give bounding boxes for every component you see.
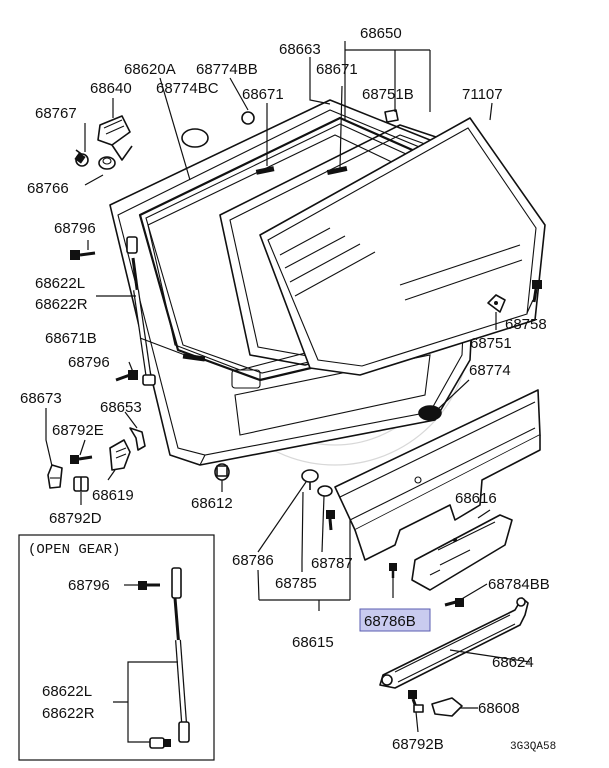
bumper-68612 — [214, 463, 230, 481]
label-68663: 68663 — [279, 41, 321, 58]
screw-68786b — [389, 563, 397, 578]
trim-68616 — [411, 514, 513, 591]
hinge-68640 — [97, 115, 133, 161]
diagram-code: 3G3QA58 — [510, 741, 556, 753]
label-68785: 68785 — [275, 575, 317, 592]
label-68608: 68608 — [478, 700, 520, 717]
clip-68751b — [384, 109, 399, 123]
handle-68624 — [379, 597, 529, 689]
label-68774: 68774 — [469, 362, 511, 379]
bolt-68792e — [70, 455, 93, 464]
label-68615: 68615 — [292, 634, 334, 651]
bolt-68796-a — [70, 250, 96, 260]
screw-68758 — [532, 280, 542, 303]
bolt-68796-b — [115, 370, 138, 382]
pad-68774 — [418, 405, 442, 421]
bolt-68792d — [73, 476, 89, 492]
pad-68774bb — [241, 111, 255, 125]
molding-strip-b — [182, 353, 206, 362]
cap-68608 — [431, 697, 463, 717]
label-68619: 68619 — [92, 487, 134, 504]
highlight-68786b — [359, 608, 431, 632]
clip-68751 — [487, 294, 506, 313]
label-68650: 68650 — [360, 25, 402, 42]
label-68796-c: 68796 — [68, 577, 110, 594]
label-68616: 68616 — [455, 490, 497, 507]
label-68766: 68766 — [27, 180, 69, 197]
molding-strip-mid — [326, 165, 348, 176]
label-68792b: 68792B — [392, 736, 444, 753]
latch-cover-68673 — [47, 464, 63, 489]
label-71107: 71107 — [462, 86, 503, 103]
label-68622l-a: 68622L — [35, 275, 85, 292]
label-68758: 68758 — [505, 316, 547, 333]
label-68796-b: 68796 — [68, 354, 110, 371]
label-68671-mid: 68671 — [316, 61, 358, 78]
label-68671-top: 68671 — [242, 86, 284, 103]
part-labels: 68650 68663 68620A 68774BB 68671 68671 6… — [20, 25, 550, 753]
label-68622r-a: 68622R — [35, 296, 88, 313]
back-glass — [259, 117, 546, 376]
leader-lines — [45, 41, 534, 743]
label-68786b: 68786B — [364, 613, 416, 630]
molding-strip-top — [255, 166, 275, 175]
nut-68766 — [98, 156, 116, 170]
inset-title: (OPEN GEAR) — [28, 542, 120, 558]
gas-strut-main — [126, 236, 156, 386]
label-68786: 68786 — [232, 552, 274, 569]
label-68751: 68751 — [470, 335, 512, 352]
trim-panel-68615 — [334, 389, 541, 561]
open-gear-inset — [18, 534, 215, 761]
label-68620a: 68620A — [124, 61, 176, 78]
screw-68792b — [408, 690, 424, 713]
label-68784bb: 68784BB — [488, 576, 550, 593]
label-68787: 68787 — [311, 555, 353, 572]
label-68767: 68767 — [35, 105, 77, 122]
label-68673: 68673 — [20, 390, 62, 407]
label-68774bc: 68774BC — [156, 80, 219, 97]
label-68612: 68612 — [191, 495, 233, 512]
screw-68785 — [326, 510, 335, 531]
screw-68784bb — [444, 598, 464, 607]
bolt-68767 — [74, 149, 89, 167]
label-68792e: 68792E — [52, 422, 104, 439]
latch-68619 — [109, 439, 131, 471]
label-68671b: 68671B — [45, 330, 97, 347]
fastener-68786 — [301, 469, 319, 490]
label-68640: 68640 — [90, 80, 132, 97]
pad-68774bc — [181, 128, 209, 148]
label-68622r-b: 68622R — [42, 705, 95, 722]
bracket-68653 — [129, 427, 146, 451]
label-68796-a: 68796 — [54, 220, 96, 237]
fastener-68787 — [317, 485, 333, 497]
label-68624: 68624 — [492, 654, 534, 671]
label-68751b: 68751B — [362, 86, 414, 103]
label-68622l-b: 68622L — [42, 683, 92, 700]
label-68653: 68653 — [100, 399, 142, 416]
label-68774bb: 68774BB — [196, 61, 258, 78]
label-68792d: 68792D — [49, 510, 102, 527]
